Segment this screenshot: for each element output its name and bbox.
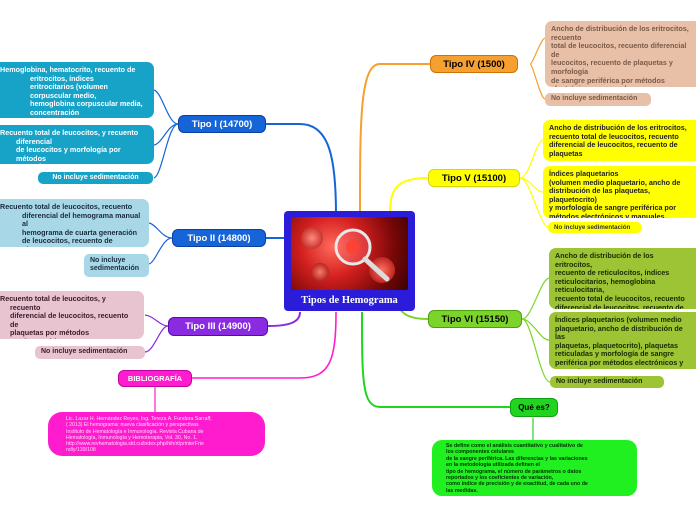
bibliografia-reference[interactable]: Lic. Lazar H. Hernández Reyes, Ing. Tere…	[48, 412, 265, 456]
tipo-ii-no-sedimentacion[interactable]: No incluye sedimentación	[84, 254, 149, 277]
tipo-iii-no-sedimentacion[interactable]: No incluye sedimentación	[35, 346, 145, 359]
que-es-node[interactable]: Qué es?	[510, 398, 558, 417]
tipo-i-details-1[interactable]: Hemoglobina, hematocrito, recuento de er…	[0, 62, 154, 118]
tipo-iii-details[interactable]: Recuento total de leucocitos, y recuento…	[0, 291, 144, 339]
tipo-vi-node[interactable]: Tipo VI (15150)	[428, 310, 522, 328]
central-title: Tipos de Hemograma	[301, 295, 398, 306]
tipo-v-details-2[interactable]: Índices plaquetarios (volumen medio plaq…	[543, 166, 696, 218]
tipo-iv-no-sedimentacion[interactable]: No incluye sedimentación	[545, 93, 651, 106]
tipo-v-details-1[interactable]: Ancho de distribución de los eritrocitos…	[543, 120, 696, 161]
tipo-i-no-sedimentacion[interactable]: No incluye sedimentación	[38, 172, 153, 184]
tipo-i-node[interactable]: Tipo I (14700)	[178, 115, 266, 133]
tipo-vi-details-1[interactable]: Ancho de distribución de los eritrocitos…	[549, 248, 696, 309]
tipo-v-node[interactable]: Tipo V (15100)	[428, 169, 520, 187]
tipo-vi-details-2[interactable]: Índices plaquetarios (volumen medio plaq…	[549, 312, 696, 369]
tipo-iv-details[interactable]: Ancho de distribución de los eritrocitos…	[545, 21, 696, 87]
tipo-vi-no-sedimentacion[interactable]: No incluye sedimentación	[550, 376, 664, 388]
bibliografia-node[interactable]: BIBLIOGRAFÍA	[118, 370, 192, 387]
center-image	[291, 217, 408, 290]
tipo-ii-details[interactable]: Recuento total de leucocitos, recuento d…	[0, 199, 149, 247]
tipo-ii-node[interactable]: Tipo II (14800)	[172, 229, 266, 247]
que-es-definition[interactable]: Se define como el análisis cuantitativo …	[432, 440, 637, 496]
central-topic[interactable]: Tipos de Hemograma	[284, 211, 415, 311]
tipo-iii-node[interactable]: Tipo III (14900)	[168, 317, 268, 336]
tipo-iv-node[interactable]: Tipo IV (1500)	[430, 55, 518, 73]
tipo-v-no-sedimentacion[interactable]: No incluye sedimentación	[548, 222, 642, 233]
tipo-i-details-2[interactable]: Recuento total de leucocitos, y recuento…	[0, 125, 154, 164]
magnifier-icon	[334, 228, 390, 282]
